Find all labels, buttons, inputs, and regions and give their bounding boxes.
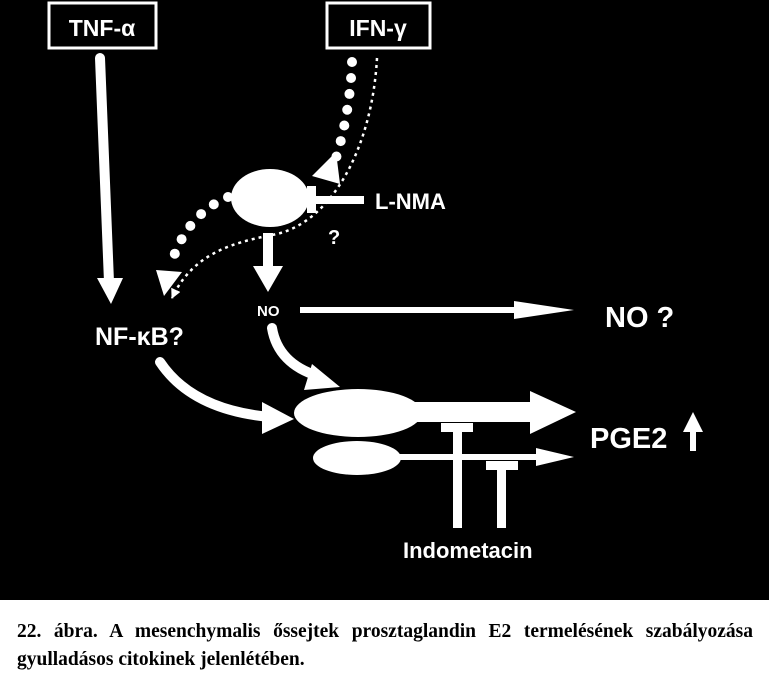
- indometacin-label: Indometacin: [403, 538, 533, 563]
- ifn-gamma-box: IFN-γ: [325, 1, 432, 50]
- tnf-alpha-label: TNF-α: [69, 15, 136, 41]
- figure-caption: 22. ábra. A mesenchymalis őssejtek prosz…: [17, 621, 753, 670]
- enzyme-to-no-arrow: [253, 233, 283, 292]
- lnma-inhibition-bar: [307, 186, 364, 213]
- cox1-ellipse: [313, 441, 401, 475]
- ifn-gamma-label: IFN-γ: [349, 15, 407, 41]
- tnf-alpha-box: TNF-α: [47, 1, 158, 50]
- indometacin-inhibition-bar-cox2: [441, 423, 473, 528]
- pge2-increase-arrow-icon: [683, 412, 703, 451]
- question-mark-label: ?: [328, 227, 340, 249]
- cox2-ellipse: [294, 389, 422, 437]
- cox2-to-pge2-thick-arrow: [410, 391, 576, 434]
- nos-enzyme-ellipse: [231, 169, 309, 227]
- ifn-to-nfkb-thin-dotted-arrow: [170, 57, 379, 299]
- no-label: NO: [257, 303, 280, 320]
- figure-panel: TNF-α IFN-γ L-NMA: [0, 0, 769, 600]
- no-to-cox-arrow: [267, 323, 340, 390]
- pathway-diagram: TNF-α IFN-γ L-NMA: [47, 1, 703, 563]
- ifn-to-enzyme-dotted-arrow: [312, 57, 357, 184]
- enzyme-to-nfkb-dotted-arrow: [156, 192, 233, 296]
- tnf-to-nfkb-arrow: [95, 53, 123, 304]
- no-question-label: NO ?: [605, 302, 674, 334]
- indometacin-inhibition-bar-cox1: [486, 461, 518, 528]
- nfkb-to-cox-arrow: [155, 357, 294, 434]
- no-to-no-question-arrow: [300, 301, 574, 319]
- nfkb-label: NF-κB?: [95, 323, 184, 351]
- lnma-label: L-NMA: [375, 189, 446, 214]
- cox1-to-pge2-thin-arrow: [398, 448, 574, 466]
- pge2-label: PGE2: [590, 423, 667, 455]
